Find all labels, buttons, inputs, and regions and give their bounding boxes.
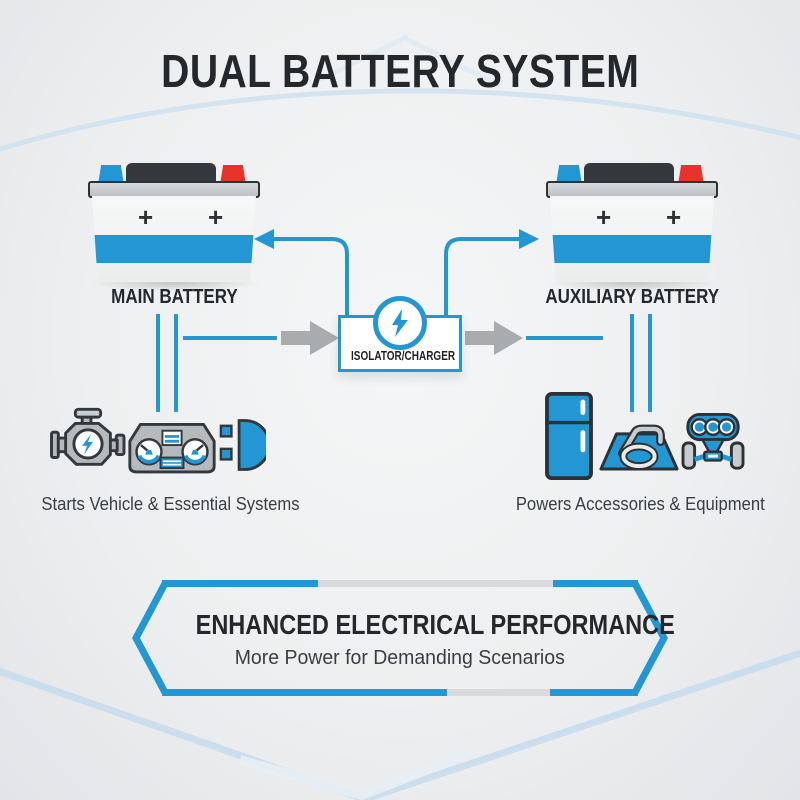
refrigerator-icon bbox=[545, 391, 593, 481]
battery-top-bar bbox=[88, 181, 260, 198]
headlight-icon bbox=[219, 419, 266, 471]
banner-frame bbox=[132, 580, 668, 696]
left-section-caption: Starts Vehicle & Essential Systems bbox=[41, 493, 300, 514]
battery-cap bbox=[126, 163, 216, 185]
battery-body: + + bbox=[550, 196, 714, 282]
battery-terminal-red bbox=[678, 165, 704, 185]
plus-symbol: + bbox=[208, 202, 224, 232]
battery-terminal-blue bbox=[98, 165, 124, 185]
battery-terminal-blue bbox=[556, 165, 582, 185]
main-battery-label: MAIN BATTERY bbox=[110, 286, 238, 308]
battery-terminal-red bbox=[220, 165, 246, 185]
right-section-caption: Powers Accessories & Equipment bbox=[515, 493, 765, 514]
plus-symbol: + bbox=[138, 202, 154, 232]
gray-arrow-into-isolator bbox=[281, 321, 339, 355]
dashboard-gauges-icon bbox=[128, 423, 216, 474]
aux-battery-label: AUXILIARY BATTERY bbox=[545, 286, 719, 308]
battery-cap bbox=[584, 163, 674, 185]
banner-subtitle: More Power for Demanding Scenarios bbox=[234, 646, 566, 669]
lightning-bolt-icon bbox=[373, 296, 427, 350]
battery-blue-stripe bbox=[550, 235, 714, 263]
arrow-to-aux-battery bbox=[444, 237, 521, 316]
battery-blue-stripe bbox=[92, 235, 256, 263]
battery-top-bar bbox=[546, 181, 718, 198]
isolator-charger-label: ISOLATOR/CHARGER bbox=[351, 349, 456, 363]
blue-arrowhead-right bbox=[519, 229, 539, 249]
gray-arrow-out-of-isolator bbox=[465, 321, 523, 355]
main-battery-illustration: + + bbox=[88, 163, 260, 283]
plus-symbol: + bbox=[596, 202, 612, 232]
battery-body: + + bbox=[92, 196, 256, 282]
offroad-vehicle-icon bbox=[681, 413, 745, 470]
blue-arrowhead-left bbox=[254, 229, 274, 249]
engine-icon bbox=[50, 407, 126, 466]
aux-battery-illustration: + + bbox=[546, 163, 718, 283]
plus-symbol: + bbox=[666, 202, 682, 232]
arrow-to-main-battery bbox=[272, 237, 349, 316]
winch-icon bbox=[599, 424, 679, 471]
banner-title: ENHANCED ELECTRICAL PERFORMANCE bbox=[195, 609, 675, 640]
page-title: DUAL BATTERY SYSTEM bbox=[160, 45, 640, 97]
